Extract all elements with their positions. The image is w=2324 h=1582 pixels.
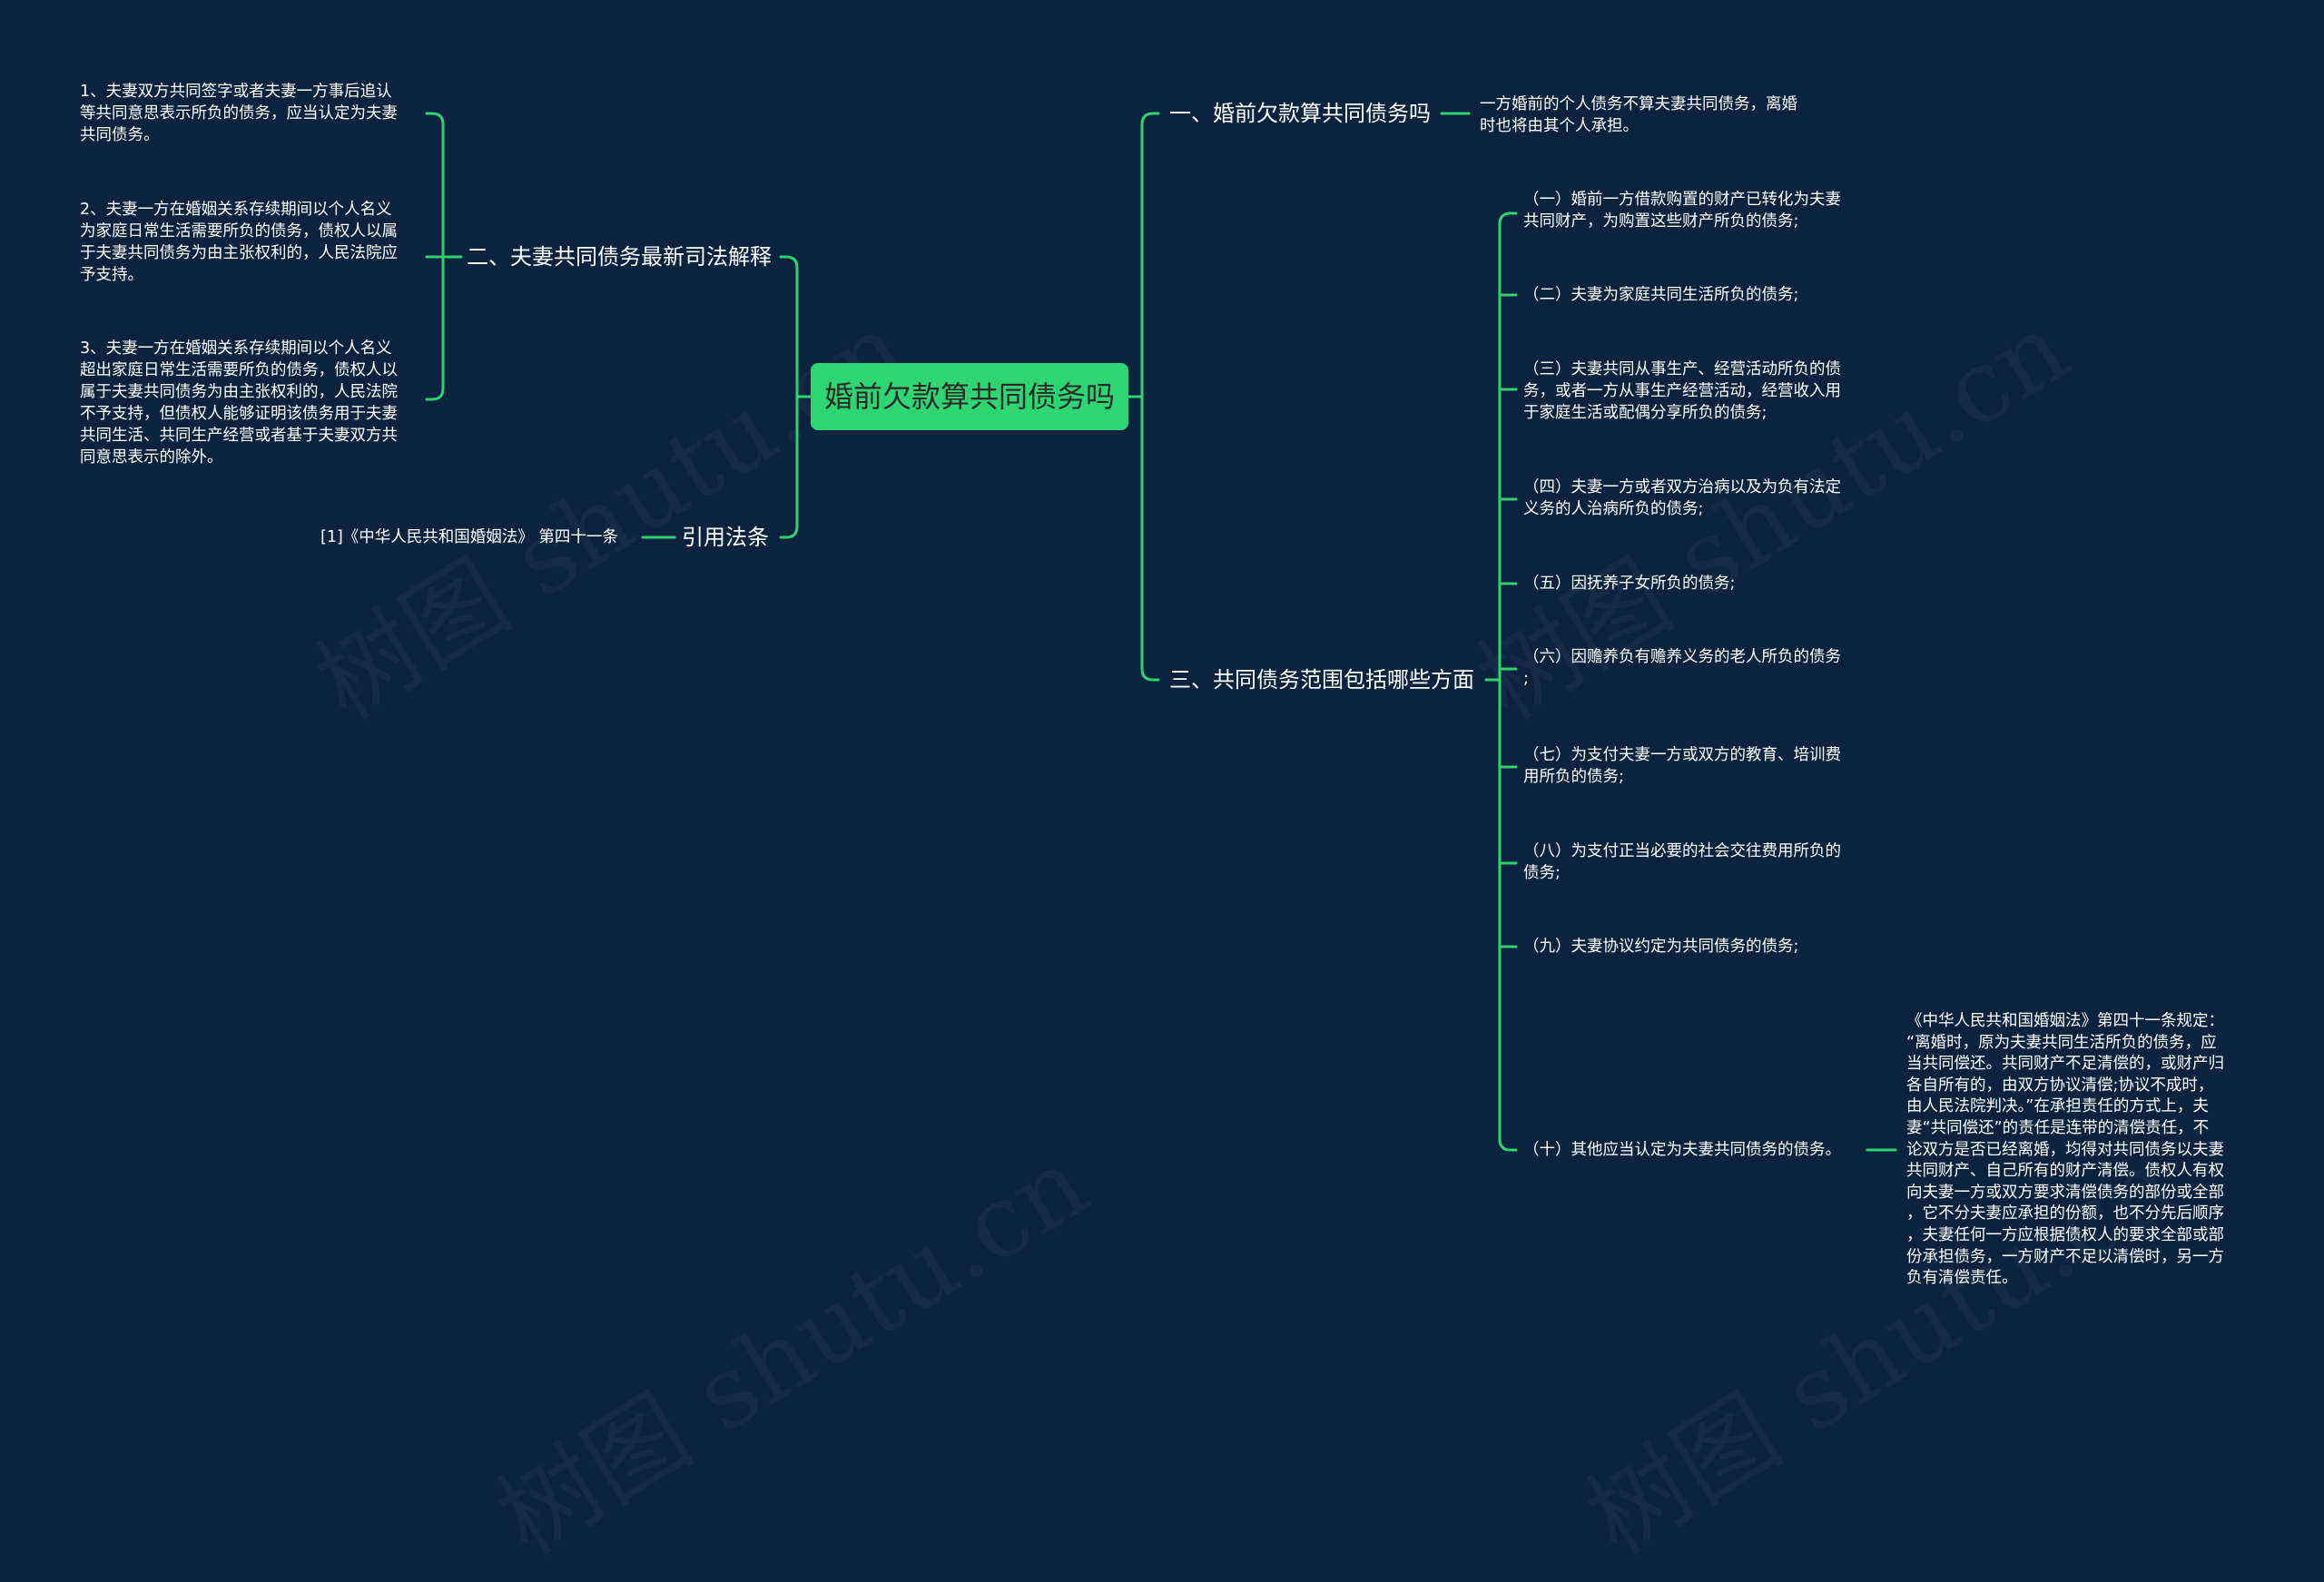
connector-b3-leaf-10 bbox=[1498, 1137, 1518, 1152]
leaf-cited-law[interactable]: [1]《中华人民共和国婚姻法》 第四十一条 bbox=[320, 528, 618, 546]
branch-common-debt-scope[interactable]: 三、共同债务范围包括哪些方面 bbox=[1169, 667, 1474, 693]
leaf-scope-5[interactable]: （五）因抚养子女所负的债务; bbox=[1523, 575, 1736, 593]
leaf-scope-10[interactable]: （十）其他应当认定为夫妻共同债务的债务。 bbox=[1523, 1141, 1841, 1159]
leaf-scope-1[interactable]: （一）婚前一方借款购置的财产已转化为夫妻 共同财产，为购置这些财产所负的债务; bbox=[1523, 191, 1841, 231]
leaf-interpretation-2[interactable]: 2、夫妻一方在婚姻关系存续期间以个人名义 为家庭日常生活需要所负的债务，债权人以… bbox=[80, 201, 398, 284]
connector-to-b1 bbox=[1140, 112, 1160, 398]
leaf-marriage-law-article-41[interactable]: 《中华人民共和国婚姻法》第四十一条规定： “离婚时，原为夫妻共同生活所负的债务，… bbox=[1906, 1012, 2224, 1288]
mindmap-canvas: 树图 shutu.cn 树图 shutu.cn 树图 shutu.cn 树图 s… bbox=[80, 83, 2224, 1288]
center-topic[interactable]: 婚前欠款算共同债务吗 bbox=[811, 363, 1128, 430]
leaf-interpretation-1[interactable]: 1、夫妻双方共同签字或者夫妻一方事后追认 等共同意思表示所负的债务，应当认定为夫… bbox=[80, 83, 398, 144]
leaf-scope-6[interactable]: （六）因赡养负有赡养义务的老人所负的债务 ; bbox=[1523, 648, 1841, 688]
connector-b2-leaf-1 bbox=[425, 112, 445, 259]
connector-b2-leaf-3 bbox=[425, 255, 445, 401]
leaf-premarital-debt[interactable]: 一方婚前的个人债务不算夫妻共同债务，离婚 时也将由其个人承担。 bbox=[1480, 95, 1797, 135]
connector-lines bbox=[425, 112, 1897, 1152]
leaf-scope-3[interactable]: （三）夫妻共同从事生产、经营活动所负的债 务，或者一方从事生产经营活动，经营收入… bbox=[1523, 360, 1841, 422]
connector-to-b4 bbox=[779, 395, 799, 539]
branch-cited-law[interactable]: 引用法条 bbox=[682, 525, 769, 550]
leaf-scope-7[interactable]: （七）为支付夫妻一方或双方的教育、培训费 用所负的债务; bbox=[1523, 746, 1841, 786]
leaf-scope-4[interactable]: （四）夫妻一方或者双方治病以及为负有法定 义务的人治病所负的债务; bbox=[1523, 478, 1841, 518]
branch-premarital-debt[interactable]: 一、婚前欠款算共同债务吗 bbox=[1169, 101, 1431, 126]
leaf-interpretation-3[interactable]: 3、夫妻一方在婚姻关系存续期间以个人名义 超出家庭日常生活需要所负的债务，债权人… bbox=[80, 339, 398, 467]
connector-b3-leaf-1 bbox=[1498, 211, 1518, 226]
branch-judicial-interpretation[interactable]: 二、夫妻共同债务最新司法解释 bbox=[467, 244, 772, 270]
connector-to-b3 bbox=[1140, 395, 1160, 682]
connector-to-b2 bbox=[779, 255, 799, 398]
leaf-scope-8[interactable]: （八）为支付正当必要的社会交往费用所负的 债务; bbox=[1523, 842, 1841, 882]
leaf-scope-9[interactable]: （九）夫妻协议约定为共同债务的债务; bbox=[1523, 938, 1799, 956]
leaf-scope-2[interactable]: （二）夫妻为家庭共同生活所负的债务; bbox=[1523, 286, 1799, 304]
